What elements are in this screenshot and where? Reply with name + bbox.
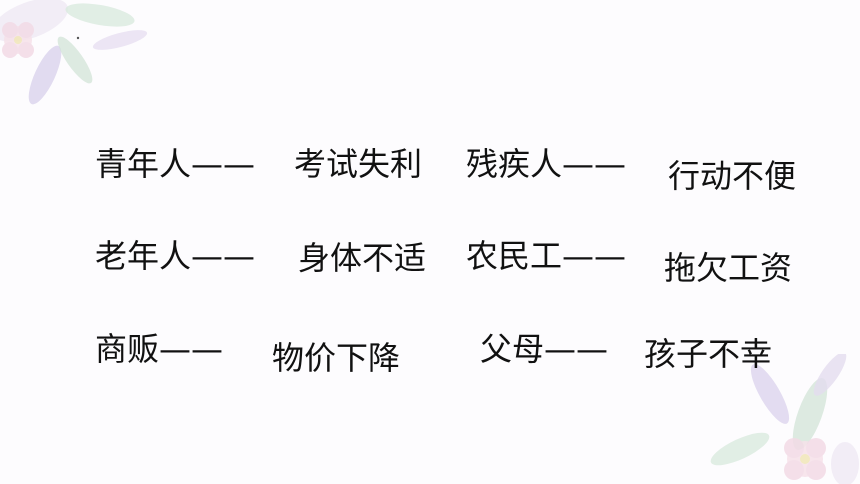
phrase-disabled-person: 残疾人—— bbox=[466, 145, 627, 183]
phrase-unpaid-wages: 拖欠工资 bbox=[664, 249, 793, 287]
floral-corner-bottom-right-icon bbox=[710, 354, 859, 484]
phrase-unwell: 身体不适 bbox=[298, 239, 427, 277]
phrase-exam-failure: 考试失利 bbox=[294, 145, 423, 183]
phrase-child-misfortune: 孩子不幸 bbox=[644, 335, 773, 373]
phrase-price-drop: 物价下降 bbox=[272, 339, 401, 377]
phrase-migrant-worker: 农民工—— bbox=[466, 237, 627, 275]
floral-corner-top-left-icon bbox=[0, 0, 148, 105]
phrase-vendor: 商贩—— bbox=[95, 330, 224, 368]
phrase-mobility-impaired: 行动不便 bbox=[668, 157, 797, 195]
phrase-young-person: 青年人—— bbox=[95, 145, 256, 183]
phrase-elderly-person: 老年人—— bbox=[95, 237, 256, 275]
phrase-parents: 父母—— bbox=[480, 330, 609, 368]
